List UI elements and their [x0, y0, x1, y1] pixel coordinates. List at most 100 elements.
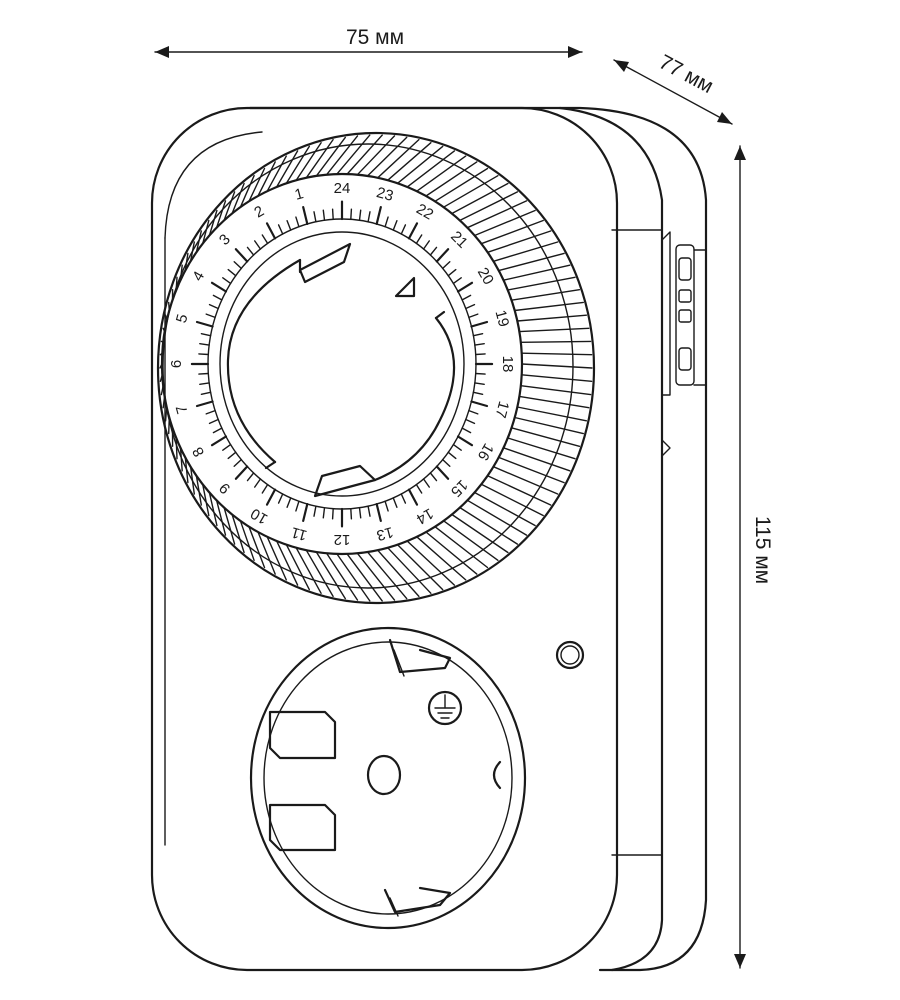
- knurl-segment: [184, 456, 189, 484]
- side-clip: [661, 231, 707, 457]
- rotate-arrow-bottom-icon: [313, 464, 377, 498]
- dial-tick: [472, 391, 484, 395]
- dial-tick: [277, 493, 284, 504]
- dial-tick: [415, 234, 423, 245]
- knurl-segment: [416, 536, 467, 581]
- arrowhead-left-icon: [155, 46, 169, 58]
- knurl-segment: [486, 230, 552, 254]
- dial-tick: [407, 488, 419, 506]
- dial-tick: [475, 372, 486, 375]
- dial-tick: [470, 400, 489, 408]
- knurl-segment: [285, 145, 310, 185]
- knurl-segment: [516, 406, 588, 422]
- dial-tick: [415, 483, 423, 494]
- knurl-segment: [377, 549, 420, 598]
- knurl-segment: [510, 289, 581, 301]
- knurl-segment: [473, 209, 536, 237]
- knurl-segment: [498, 252, 565, 272]
- dial-tick: [384, 216, 389, 228]
- dial-hour-label: 3: [216, 231, 234, 249]
- knurl-segment: [507, 276, 576, 291]
- knurl-segment: [516, 314, 588, 322]
- knurl-segment: [223, 191, 236, 222]
- dial-hour-label: 21: [447, 228, 471, 252]
- knurl-segment: [295, 547, 322, 594]
- dial-tick: [261, 234, 269, 245]
- knurl-segment: [396, 145, 444, 185]
- dial-tick: [475, 353, 486, 356]
- knurl-segment: [325, 552, 359, 601]
- arrowhead-top-icon: [734, 146, 746, 160]
- dial-hour-label: 23: [375, 184, 396, 205]
- dial-hour-label: 22: [413, 200, 436, 223]
- dial-tick: [208, 303, 219, 310]
- dial-tick: [407, 222, 419, 240]
- dial-tick: [461, 294, 472, 301]
- knurl-segment: [442, 520, 499, 561]
- dial-tick: [442, 261, 451, 270]
- dial-tick: [465, 418, 476, 425]
- dial-tick: [313, 505, 317, 517]
- front-outline: [150, 106, 619, 972]
- dial-tick: [302, 503, 309, 523]
- dial-tick: [375, 206, 382, 225]
- knurl-segment: [434, 167, 489, 203]
- knurl-segment: [442, 174, 499, 208]
- dial-tick: [452, 277, 462, 285]
- dial-tick: [367, 505, 371, 517]
- knurl-segment: [336, 553, 371, 602]
- dial-tick: [265, 488, 277, 506]
- ground-clip-top: [388, 638, 452, 674]
- dial-tick: [400, 224, 407, 235]
- dial-outer-ring: [156, 131, 596, 605]
- knurl-segment: [502, 264, 571, 281]
- knurl-segment: [325, 135, 359, 176]
- knurl-segment: [406, 150, 456, 188]
- knurl-segment: [521, 363, 593, 369]
- knurl-segment: [208, 209, 218, 237]
- dial-center-knob[interactable]: [226, 242, 456, 498]
- knurl-segment: [248, 526, 266, 569]
- dial-tick: [265, 222, 277, 240]
- knurl-segment: [366, 136, 408, 177]
- dial-tick: [253, 478, 262, 488]
- depth-label: 77 мм: [655, 50, 717, 98]
- knurl-segment: [195, 230, 203, 254]
- dial-tick: [435, 465, 450, 480]
- dial-hour-label: 12: [334, 531, 351, 548]
- dial-tick: [384, 500, 389, 512]
- dial-hour-label: 2: [251, 203, 267, 222]
- dial-tick: [367, 211, 371, 223]
- knurl-segment: [315, 136, 346, 177]
- dial-tick: [422, 240, 430, 250]
- knurl-segment: [480, 483, 544, 517]
- dial-hour-label: 18: [499, 356, 516, 373]
- triangle-arrow-icon: [394, 276, 416, 298]
- housing-side: [248, 106, 708, 972]
- knurl-segment: [356, 135, 396, 176]
- knurl-segment: [189, 466, 196, 495]
- dial-hour-label: 15: [447, 476, 471, 500]
- dial-hour-label: 9: [216, 479, 234, 497]
- knurl-segment: [239, 174, 255, 208]
- dial-tick: [205, 313, 216, 319]
- dial-tick: [277, 224, 284, 235]
- knurl-segment: [518, 327, 590, 333]
- dial-tick: [208, 418, 219, 425]
- dial-tick: [447, 451, 457, 460]
- knurl-segment: [451, 513, 509, 554]
- dial-hour-label: 5: [173, 312, 192, 324]
- dial-tick: [447, 268, 457, 277]
- knurl-segment: [387, 141, 432, 181]
- knurl-segment: [466, 200, 528, 229]
- dial-hour-label: 1: [293, 185, 305, 204]
- knurl-segment: [315, 551, 346, 600]
- dial-tick: [461, 427, 472, 434]
- dial-tick: [246, 246, 255, 256]
- knurl-segment: [215, 200, 227, 229]
- pin-hole-right: [492, 760, 502, 790]
- dial-tick: [222, 277, 232, 285]
- knurl-segment: [257, 161, 276, 197]
- dial-tick: [198, 372, 210, 375]
